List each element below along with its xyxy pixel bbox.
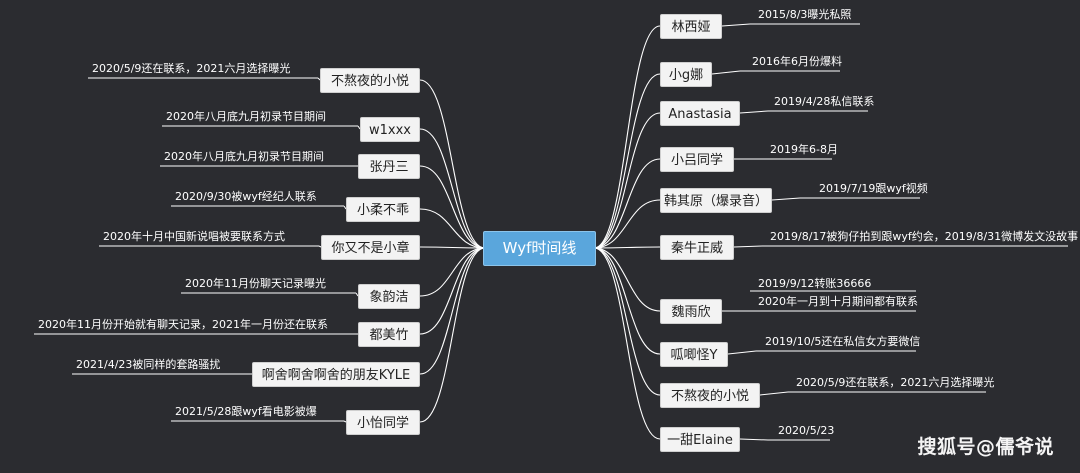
right-node-5[interactable]: 秦牛正威	[660, 235, 734, 260]
right-connector-3	[593, 158, 661, 249]
right-node-7[interactable]: 呱唧怪Y	[660, 342, 728, 367]
left-node-2[interactable]: 张丹三	[358, 154, 420, 179]
watermark-logo-text: 搜狐号@儒爷说	[917, 436, 1054, 458]
right-connector-5	[593, 246, 661, 249]
left-connector-4	[419, 246, 486, 249]
left-note-link-1	[357, 125, 361, 130]
right-connector-2	[593, 112, 661, 249]
right-connector-9	[593, 247, 661, 440]
right-node-9[interactable]: 一甜Elaine	[660, 427, 740, 452]
left-note-8: 2021/5/28跟wyf看电影被爆	[175, 405, 317, 418]
right-note-link-5	[733, 245, 763, 248]
right-node-8[interactable]: 不熬夜的小悦	[660, 383, 760, 408]
left-note-link-5	[355, 292, 359, 297]
left-note-2: 2020年八月底九月初录节目期间	[164, 150, 324, 163]
right-connector-4	[593, 199, 661, 249]
left-connector-2	[419, 165, 486, 249]
right-note-2: 2019/4/28私信联系	[774, 95, 875, 108]
left-note-link-4	[318, 245, 322, 248]
center-topic-node[interactable]: Wyf时间线	[483, 231, 596, 266]
left-node-4[interactable]: 你又不是小章	[321, 235, 420, 260]
left-connector-1	[419, 128, 486, 249]
left-connector-0	[419, 79, 486, 249]
left-note-7: 2021/4/23被同样的套路骚扰	[76, 358, 221, 371]
right-note-0: 2015/8/3曝光私照	[758, 8, 852, 21]
left-node-6[interactable]: 都美竹	[358, 322, 420, 347]
right-connector-8	[593, 247, 661, 396]
left-note-link-3	[343, 205, 347, 210]
right-note-link-2	[739, 110, 769, 114]
right-node-4[interactable]: 韩其原（爆录音）	[660, 188, 772, 213]
left-node-5[interactable]: 象韵洁	[358, 284, 420, 309]
left-note-link-8	[343, 420, 347, 423]
right-note-8: 2020/5/9还在联系，2021六月选择曝光	[796, 376, 995, 389]
right-node-2[interactable]: Anastasia	[660, 101, 740, 126]
right-node-1[interactable]: 小g娜	[660, 62, 712, 87]
left-connector-3	[419, 208, 486, 249]
left-connector-5	[419, 247, 486, 297]
left-node-7[interactable]: 啊舍啊舍啊舍的朋友KYLE	[252, 362, 420, 387]
left-note-1: 2020年八月底九月初录节目期间	[166, 110, 326, 123]
right-connector-1	[593, 73, 661, 249]
left-connector-8	[419, 247, 486, 423]
right-note-link-7	[727, 350, 757, 355]
right-note-4: 2019/7/19跟wyf视频	[819, 182, 928, 195]
right-node-6[interactable]: 魏雨欣	[660, 299, 722, 324]
left-node-8[interactable]: 小怡同学	[346, 410, 420, 435]
left-note-3: 2020/9/30被wyf经纪人联系	[175, 190, 317, 203]
left-note-4: 2020年十月中国新说唱被要联系方式	[103, 230, 285, 243]
right-note-5: 2019/8/17被狗仔拍到跟wyf约会，2019/8/31微博发文没故事	[770, 230, 1079, 243]
right-note-6a: 2019/9/12转账36666	[758, 277, 872, 290]
left-note-link-0	[317, 77, 321, 81]
left-node-0[interactable]: 不熬夜的小悦	[320, 68, 420, 93]
right-note-link-8	[759, 391, 789, 396]
left-note-0: 2020/5/9还在联系，2021六月选择曝光	[92, 62, 291, 75]
left-connector-7	[419, 247, 486, 375]
left-connector-6	[419, 247, 486, 335]
right-connector-0	[593, 25, 661, 249]
right-note-7: 2019/10/5还在私信女方要微信	[765, 335, 921, 348]
right-note-link-1	[711, 70, 741, 75]
right-node-0[interactable]: 林西娅	[660, 14, 722, 39]
right-note-link-0	[721, 23, 751, 27]
right-note-link-4	[771, 197, 801, 201]
right-connector-7	[593, 247, 661, 355]
left-note-5: 2020年11月份聊天记录曝光	[185, 277, 326, 290]
left-node-3[interactable]: 小柔不乖	[346, 197, 420, 222]
right-note-6b: 2020年一月到十月期间都有联系	[758, 295, 918, 308]
left-note-6: 2020年11月份开始就有聊天记录，2021年一月份还在联系	[38, 318, 328, 331]
right-connector-6	[593, 247, 661, 312]
right-note-1: 2016年6月份爆料	[752, 55, 842, 68]
right-node-3[interactable]: 小吕同学	[660, 147, 734, 172]
right-note-link-9	[739, 438, 769, 441]
left-node-1[interactable]: w1xxx	[360, 117, 420, 142]
right-note-3: 2019年6-8月	[770, 143, 838, 156]
right-note-9: 2020/5/23	[778, 424, 835, 437]
